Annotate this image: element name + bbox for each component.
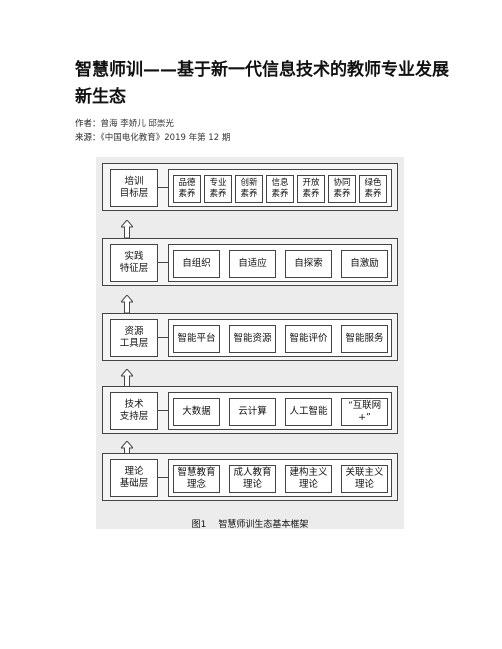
caption-text: 智慧师训生态基本框架 [218, 520, 309, 530]
framework-figure: 培训 目标层 品德 素养 专业 素养 创新 素养 信息 素养 开放 素养 协同 … [96, 157, 404, 529]
connector-line [158, 262, 168, 263]
layer-item: 自激励 [341, 250, 388, 278]
author-names: 曾海 李娇儿 邱崇光 [100, 119, 174, 129]
layer-item: 品德 素养 [173, 175, 201, 203]
layer-item: 关联主义 理论 [341, 465, 388, 493]
layer-item: 智能平台 [173, 325, 220, 353]
layer-item: “互联网+” [341, 398, 388, 426]
layer-label: 资源 工具层 [110, 319, 158, 357]
author-line: 作者：曾海 李娇儿 邱崇光 [75, 118, 174, 130]
figure-caption: 图1 智慧师训生态基本框架 [96, 517, 404, 530]
source-value: 《中国电化教育》2019 年第 12 期 [100, 133, 231, 143]
layer-items: 自组织 自适应 自探索 自激励 [168, 244, 392, 282]
layer-item: 智能评价 [285, 325, 332, 353]
source-label: 来源： [75, 133, 101, 143]
layer-item: 建构主义 理论 [285, 465, 332, 493]
layer-item: 协同 素养 [328, 175, 356, 203]
layer-item: 自适应 [229, 250, 276, 278]
layer-item: 智慧教育 理念 [173, 465, 220, 493]
layer-item: 智能资源 [229, 325, 276, 353]
up-arrow-icon [121, 295, 133, 313]
layer-resource-tools: 资源 工具层 智能平台 智能资源 智能评价 智能服务 [102, 313, 398, 361]
layer-technology-support: 技术 支持层 大数据 云计算 人工智能 “互联网+” [102, 386, 398, 434]
layer-item: 绿色 素养 [359, 175, 387, 203]
layer-items: 大数据 云计算 人工智能 “互联网+” [168, 392, 392, 430]
layer-item: 开放 素养 [297, 175, 325, 203]
layer-item: 云计算 [229, 398, 276, 426]
layer-label: 技术 支持层 [110, 392, 158, 430]
layer-item: 专业 素养 [204, 175, 232, 203]
layer-item: 创新 素养 [235, 175, 263, 203]
layer-practice-features: 实践 特征层 自组织 自适应 自探索 自激励 [102, 238, 398, 286]
caption-number: 图1 [191, 520, 207, 530]
layer-label: 理论 基础层 [110, 459, 158, 497]
connector-line [158, 477, 168, 478]
layer-item: 大数据 [173, 398, 220, 426]
layer-item: 自探索 [285, 250, 332, 278]
layer-item: 信息 素养 [266, 175, 294, 203]
connector-line [158, 187, 168, 188]
layer-label: 培训 目标层 [110, 169, 158, 207]
connector-line [158, 337, 168, 338]
layer-item: 人工智能 [285, 398, 332, 426]
up-arrow-icon [121, 441, 133, 459]
layer-item: 自组织 [173, 250, 220, 278]
layer-label: 实践 特征层 [110, 244, 158, 282]
layer-items: 智能平台 智能资源 智能评价 智能服务 [168, 319, 392, 357]
layer-training-goals: 培训 目标层 品德 素养 专业 素养 创新 素养 信息 素养 开放 素养 协同 … [102, 163, 398, 211]
connector-line [158, 410, 168, 411]
author-label: 作者： [75, 119, 101, 129]
layer-item: 成人教育 理论 [229, 465, 276, 493]
layer-items: 品德 素养 专业 素养 创新 素养 信息 素养 开放 素养 协同 素养 绿色 素… [168, 169, 392, 207]
layer-items: 智慧教育 理念 成人教育 理论 建构主义 理论 关联主义 理论 [168, 459, 392, 497]
up-arrow-icon [121, 369, 133, 387]
layer-theory-basis: 理论 基础层 智慧教育 理念 成人教育 理论 建构主义 理论 关联主义 理论 [102, 453, 398, 501]
source-line: 来源：《中国电化教育》2019 年第 12 期 [75, 132, 230, 144]
up-arrow-icon [121, 220, 133, 238]
layer-item: 智能服务 [341, 325, 388, 353]
article-title: 智慧师训——基于新一代信息技术的教师专业发展新生态 [75, 60, 449, 107]
